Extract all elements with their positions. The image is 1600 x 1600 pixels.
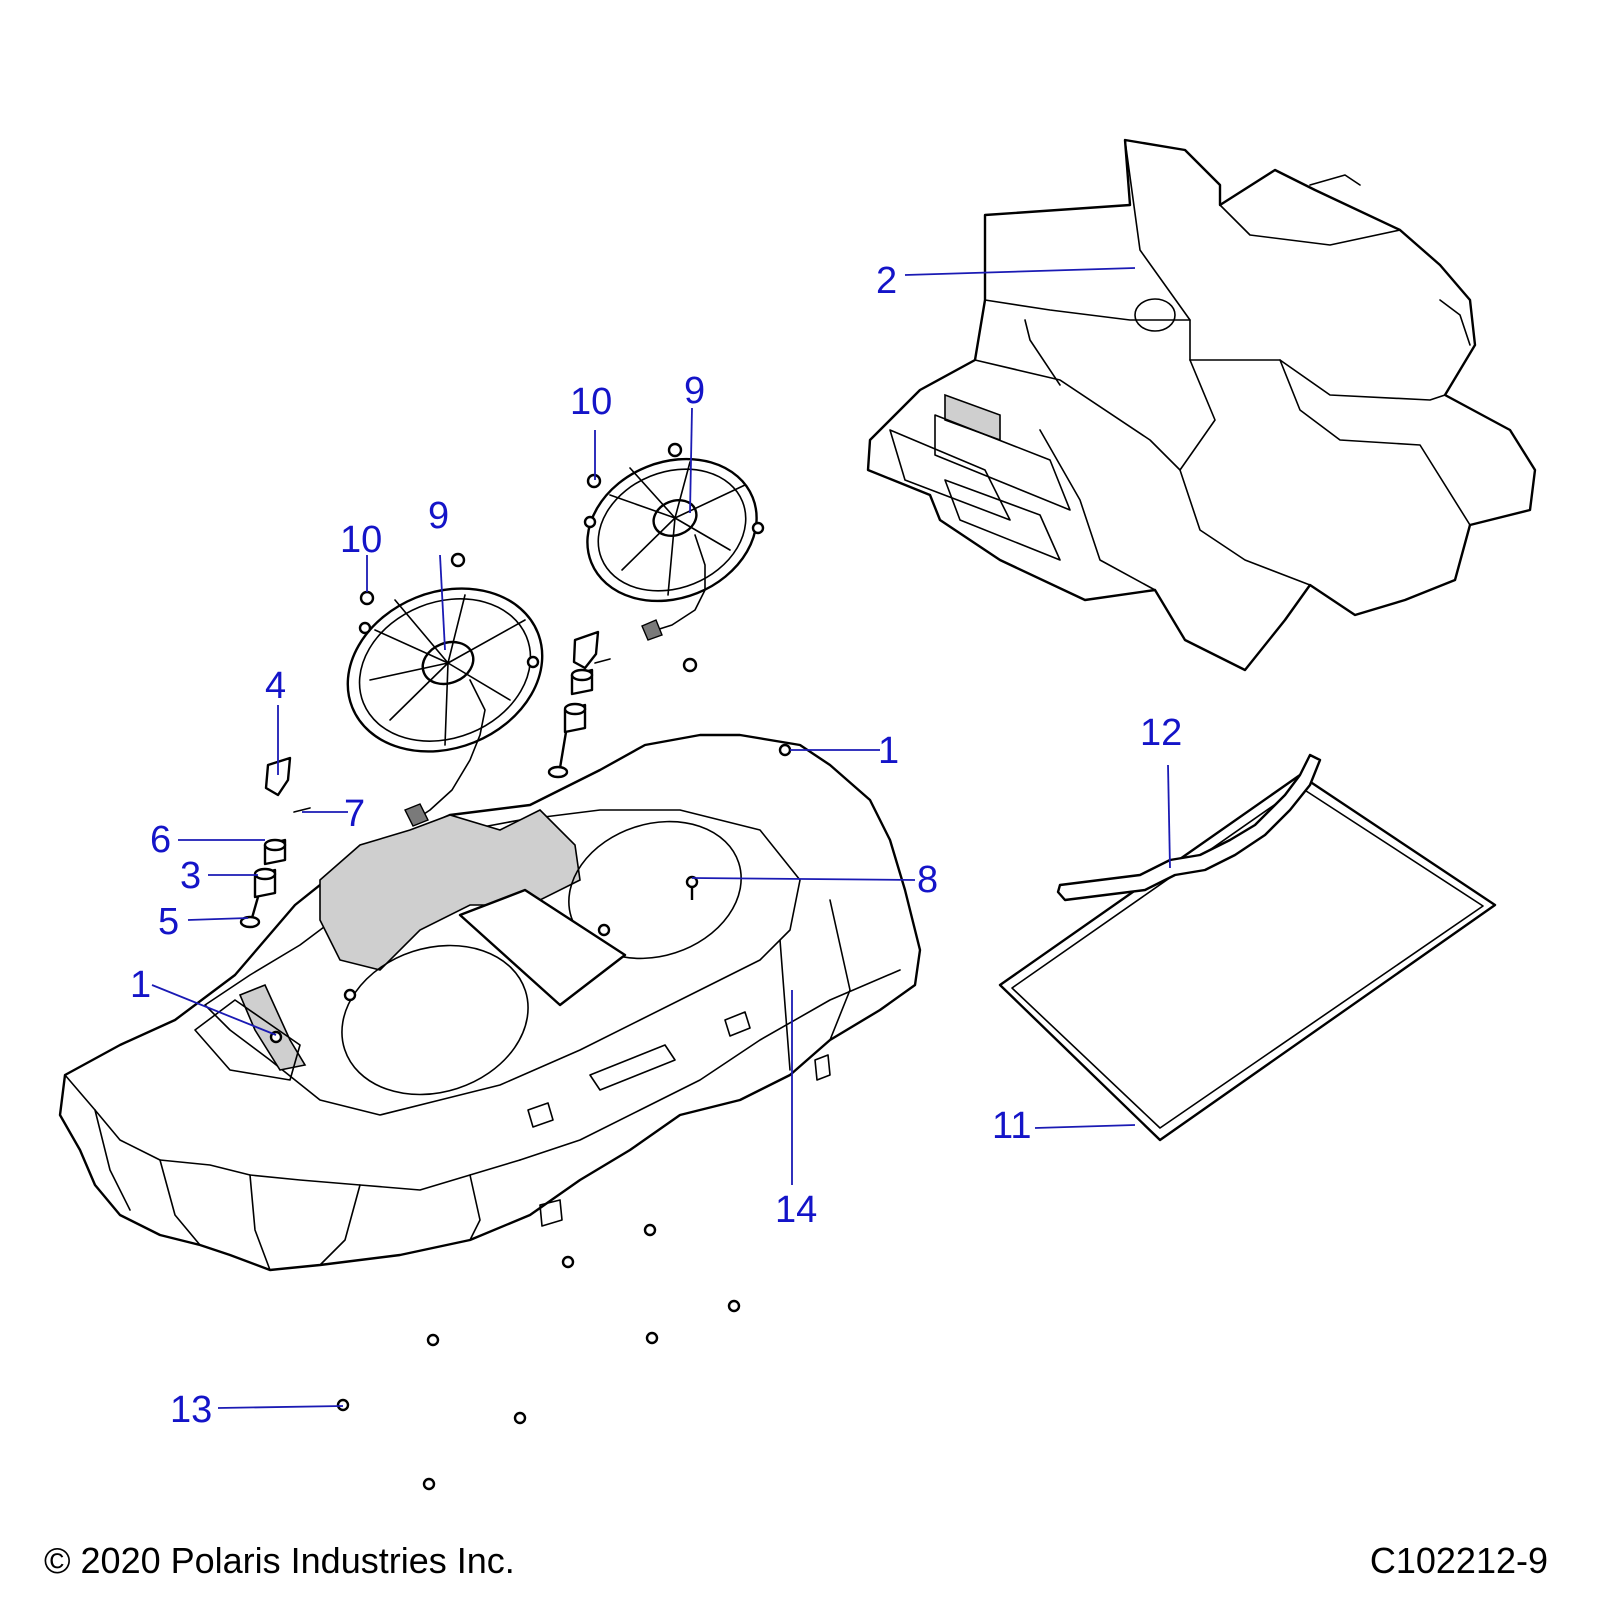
callout-1-left: 1 <box>130 964 151 1006</box>
callout-2: 2 <box>876 260 897 302</box>
callout-14: 14 <box>775 1189 817 1231</box>
hardware <box>239 442 792 1491</box>
fan-assembly-left <box>346 587 544 827</box>
callouts: 1 1 2 3 4 5 6 7 8 9 9 10 10 11 12 13 14 <box>130 260 1182 1431</box>
lower-body-panel <box>58 733 922 1272</box>
callout-12: 12 <box>1140 712 1182 754</box>
callout-10-left: 10 <box>340 519 382 561</box>
copyright-notice: © 2020 Polaris Industries Inc. <box>44 1540 515 1581</box>
callout-7: 7 <box>344 793 365 835</box>
callout-8: 8 <box>917 859 938 901</box>
fan-assembly-right <box>583 457 765 641</box>
callout-9-left: 9 <box>428 495 449 537</box>
callout-5: 5 <box>158 901 179 943</box>
callout-11: 11 <box>992 1105 1031 1147</box>
upper-body-panel <box>866 138 1537 672</box>
callout-1-right: 1 <box>878 730 899 772</box>
callout-10-right: 10 <box>570 381 612 423</box>
leader-lines <box>151 267 1171 1409</box>
seal-strip <box>1056 753 1322 902</box>
callout-6: 6 <box>150 819 171 861</box>
callout-9-right: 9 <box>684 370 705 412</box>
callout-4: 4 <box>265 665 286 707</box>
callout-3: 3 <box>180 855 201 897</box>
callout-13: 13 <box>170 1389 212 1431</box>
diagram-id: C102212-9 <box>1369 1540 1548 1581</box>
